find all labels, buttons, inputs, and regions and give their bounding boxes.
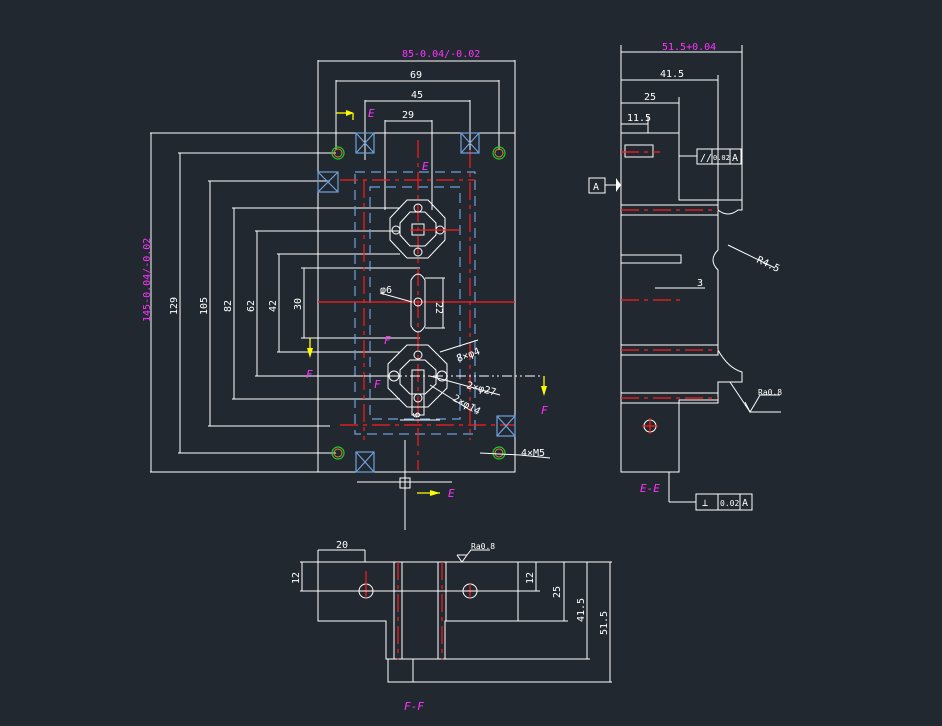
ff-section-body [317,561,519,683]
dim-label-30: 30 [293,298,304,310]
dim-label-12-right: 12 [525,572,536,584]
tol-symbol-parallel: // [700,153,712,164]
tol-datum-perpendicular: A [742,498,748,509]
dim-label-85: 85-0.04/-0.02 [402,49,480,60]
cooling-channel-inner [369,186,461,420]
dim-label-51-5-ff: 51.5 [599,611,610,635]
roughness-ff: Ra0.8 [471,542,495,551]
tolerance-frame-perpendicular [695,493,753,511]
dim-label-41-5-ff: 41.5 [576,598,587,622]
lower-sprue-boss [318,339,540,421]
tol-datum-parallel: A [732,153,738,164]
tolerance-frame-parallel [696,148,742,165]
cooling-channel-outer [354,171,476,435]
section-label-e-top: E [368,107,375,120]
section-label-f-left: F [306,368,313,381]
datum-a-label: A [593,182,599,193]
dim-label-20: 20 [336,540,348,551]
callout-2x-phi14: 2×φ14 [451,393,483,418]
callout-4x-m5: 4×M5 [521,448,545,459]
section-f-f: 20 12 12 25 41.5 51.5 Ra0.8 F-F [291,540,612,713]
section-markers [307,110,547,496]
dim-label-105: 105 [199,297,210,315]
plan-view: 85-0.04/-0.02 69 45 29 145-0.04/-0.02 12… [142,49,551,530]
dim-label-29: 29 [402,110,414,121]
section-label-f-right: F [541,404,548,417]
callout-phi6: φ6 [380,285,392,296]
dim-label-62: 62 [246,300,257,312]
callout-22: 22 [433,302,444,314]
dim-label-69: 69 [410,70,422,81]
tol-value-parallel: 0.02 [713,154,730,162]
section-label-e-mid: E [422,160,429,173]
section-title-ff: F-F [404,700,424,713]
callout-2x-phi27: 2×φ27 [465,380,497,398]
dim-label-r4-5: R4.5 [755,255,781,275]
dim-label-3: 3 [697,278,703,289]
dim-label-12-left: 12 [291,572,302,584]
dim-label-41-5: 41.5 [660,69,684,80]
tol-value-perpendicular: 0.02 [720,499,739,508]
section-e-e: 51.5+0.04 41.5 25 11.5 R4.5 3 A // [588,42,782,511]
plug-boxes [317,132,516,473]
roughness-ee: Ra0.8 [758,388,782,397]
section-label-f-upper: F [384,334,391,347]
callout-6: 6 [412,412,423,418]
dim-label-25-ff: 25 [552,586,563,598]
section-label-f-inner: F [374,378,381,391]
upper-sprue-boss [389,199,460,259]
dim-label-145: 145-0.04/-0.02 [142,238,153,322]
section-label-e-bottom: E [448,487,455,500]
center-slot [379,273,445,333]
dim-label-45: 45 [411,90,423,101]
tol-symbol-perpendicular: ⊥ [702,498,708,509]
dim-label-51-5: 51.5+0.04 [662,42,716,53]
dim-label-11-5: 11.5 [627,113,651,124]
ee-section-body [620,132,743,473]
callout-8x-phi4: 8×φ4 [455,346,481,365]
dim-label-82: 82 [223,300,234,312]
section-title-ee: E-E [640,482,660,495]
threaded-holes-m5 [331,146,506,460]
dim-label-25: 25 [644,92,656,103]
dim-label-42: 42 [268,300,279,312]
dim-label-129: 129 [169,297,180,315]
